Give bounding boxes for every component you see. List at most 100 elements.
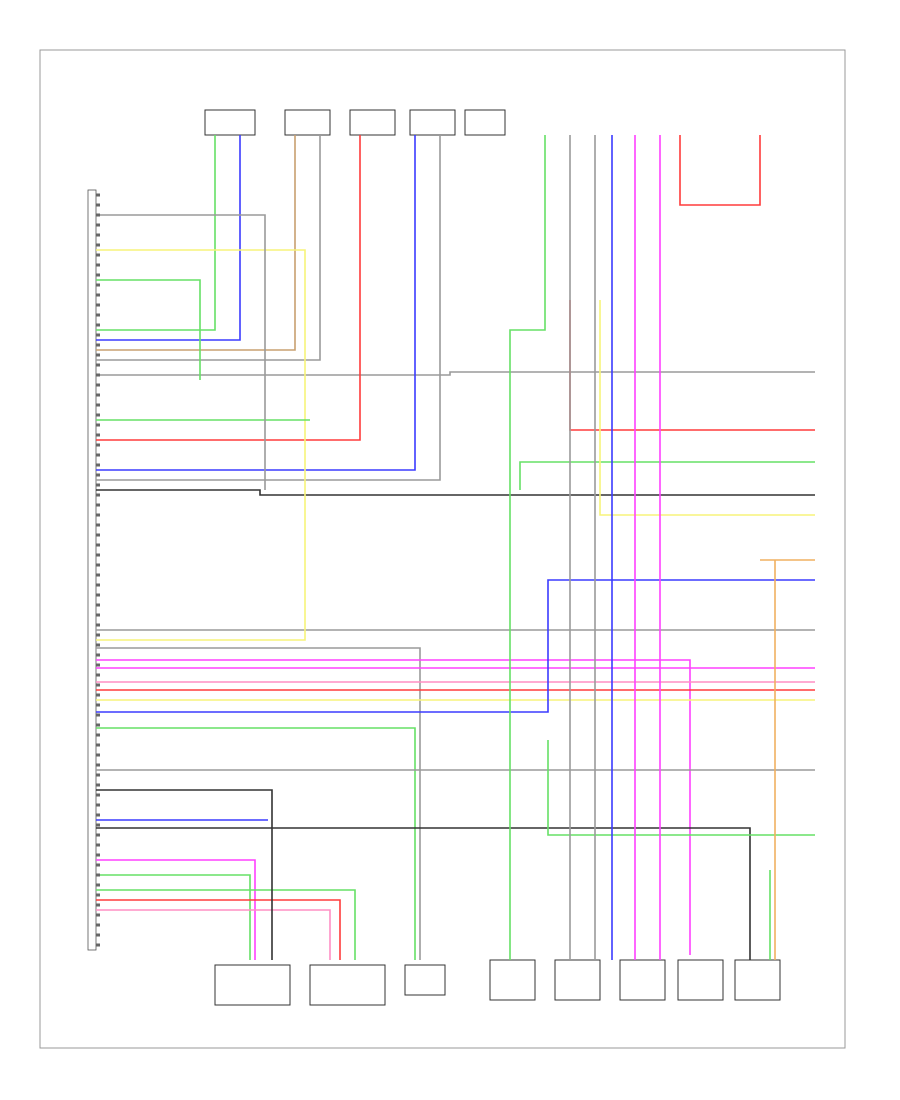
wire-green-3: [519, 461, 815, 490]
component-box-4: [409, 109, 456, 136]
ecm-pin: [96, 493, 100, 497]
wire-green-34: [96, 279, 201, 380]
ecm-pin: [96, 763, 100, 767]
wire-blue-20: [96, 135, 241, 341]
ecm-pin: [96, 923, 100, 927]
ecm-pin: [96, 773, 100, 777]
ecm-pin: [96, 363, 100, 367]
wire-black-42: [96, 789, 273, 960]
wire-magenta-9: [96, 659, 691, 955]
ecm-pin: [96, 723, 100, 727]
wire-pink-40: [96, 909, 331, 960]
ecm-pin: [96, 203, 100, 207]
wire-green-26: [509, 135, 546, 960]
wire-blue-24: [96, 135, 416, 471]
wire-gray-1: [96, 371, 815, 376]
ecm-pin: [96, 823, 100, 827]
wires: [96, 135, 815, 960]
wire-gray-22: [96, 135, 321, 361]
component-bottom-8: [734, 959, 781, 1001]
ecm-pin: [96, 503, 100, 507]
ecm-pin: [96, 213, 100, 217]
ecm-pin: [96, 603, 100, 607]
ecm-pin: [96, 693, 100, 697]
ecm-pin: [96, 673, 100, 677]
ecm-pin: [96, 863, 100, 867]
ecm-pin: [96, 193, 100, 197]
wire-yellow-33: [96, 249, 306, 641]
ecm-pin: [96, 373, 100, 377]
ecm-pin: [96, 323, 100, 327]
ecm-pin: [96, 523, 100, 527]
ecm-pin: [96, 393, 100, 397]
wire-magenta-37: [96, 859, 256, 960]
ecm-pin: [96, 333, 100, 337]
ecm-pin: [96, 883, 100, 887]
component-bottom-1: [214, 964, 291, 1006]
component-box-3: [349, 109, 396, 136]
ecm-pin: [96, 783, 100, 787]
ecm-pin: [96, 743, 100, 747]
wire-green-41: [96, 889, 356, 960]
ecm-pin: [96, 483, 100, 487]
ecm-pin: [96, 543, 100, 547]
wire-yellow-5: [599, 300, 815, 516]
ecm-pin: [96, 833, 100, 837]
ecm-pin: [96, 663, 100, 667]
wire-green-18: [547, 740, 815, 836]
connector-pins: [96, 193, 100, 947]
ecm-pin: [96, 563, 100, 567]
ecm-pin: [96, 533, 100, 537]
ecm-pin: [96, 893, 100, 897]
ecm-pin: [96, 573, 100, 577]
ecm-pin: [96, 933, 100, 937]
ecm-pin: [96, 353, 100, 357]
ecm-pin: [96, 853, 100, 857]
ecm-pin: [96, 553, 100, 557]
ecm-pin: [96, 463, 100, 467]
ecm-pin: [96, 283, 100, 287]
ecm-pin: [96, 623, 100, 627]
wire-gray-8: [96, 647, 421, 960]
ecm-pin: [96, 903, 100, 907]
ecm-pin: [96, 643, 100, 647]
ecm-pin: [96, 943, 100, 947]
component-bottom-5: [554, 959, 601, 1001]
bottom-components: [214, 959, 781, 1006]
ecm-pin: [96, 843, 100, 847]
ecm-pin: [96, 713, 100, 717]
ecm-pin: [96, 473, 100, 477]
component-box-5: [464, 109, 506, 136]
component-box-1: [204, 109, 256, 136]
ecm-pin: [96, 593, 100, 597]
ecm-pin: [96, 233, 100, 237]
ecm-pin: [96, 913, 100, 917]
ecm-pin: [96, 223, 100, 227]
component-bottom-3: [404, 964, 446, 996]
wire-green-38: [96, 874, 251, 960]
ecm-pin: [96, 803, 100, 807]
component-bottom-4: [489, 959, 536, 1001]
ecm-pin: [96, 413, 100, 417]
wire-black-4: [96, 489, 815, 496]
ecm-pin: [96, 273, 100, 277]
wire-blue-14: [96, 579, 815, 713]
ecm-pin: [96, 873, 100, 877]
ecm-pin: [96, 263, 100, 267]
ecm-pin: [96, 433, 100, 437]
ecm-pin: [96, 403, 100, 407]
ecm-pin: [96, 583, 100, 587]
ecm-pin: [96, 733, 100, 737]
component-bottom-7: [677, 959, 724, 1001]
ecm-pin: [96, 243, 100, 247]
ecm-pin: [96, 613, 100, 617]
ecm-pin: [96, 703, 100, 707]
wire-red-39: [96, 899, 341, 960]
wire-red-2: [569, 300, 815, 431]
ecm-pin: [96, 453, 100, 457]
top-components: [204, 109, 506, 136]
ecm-pin: [96, 683, 100, 687]
wire-black-17: [96, 827, 751, 960]
ecm-pin: [96, 513, 100, 517]
wire-red-23: [96, 135, 361, 441]
